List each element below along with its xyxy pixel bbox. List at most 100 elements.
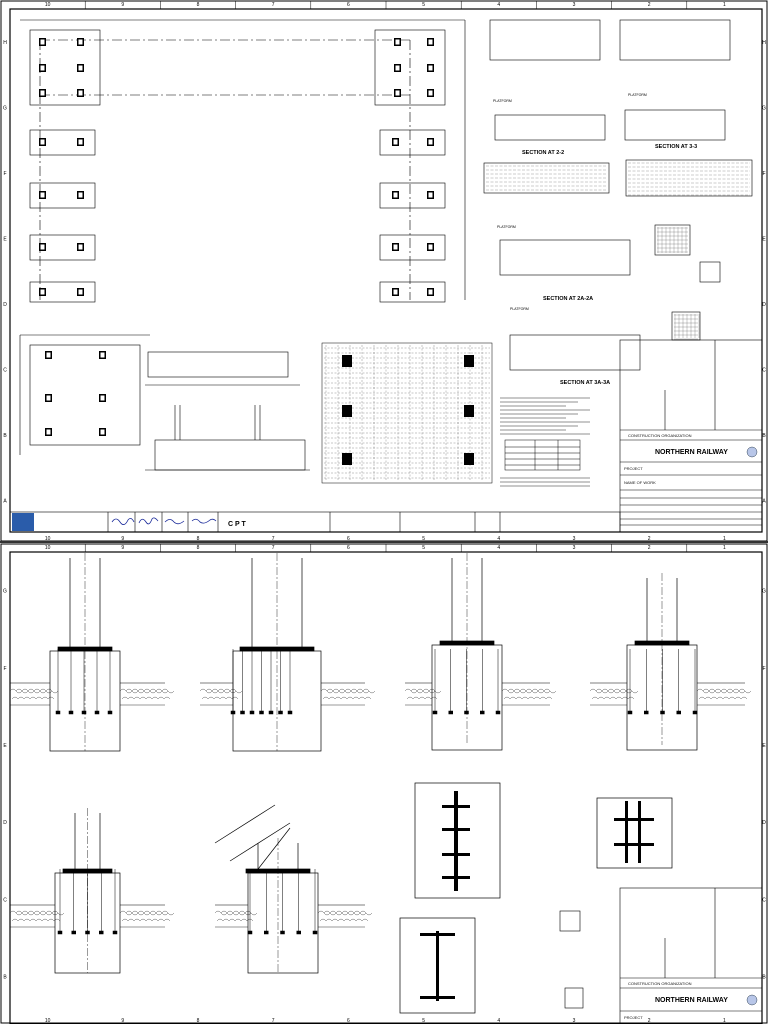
grid-column-label: 4	[497, 2, 500, 8]
grid-row-label: C	[762, 367, 766, 373]
grid-column-label: 1	[723, 1018, 726, 1024]
grid-row-label: E	[762, 236, 766, 242]
seal-icon	[746, 994, 758, 1006]
grid-row-label: F	[3, 171, 6, 177]
grid-column-label: 10	[45, 1018, 51, 1024]
section-title-3-3: SECTION AT 3-3	[655, 144, 697, 150]
reinforcement-layout	[321, 342, 493, 484]
grid-row-label: D	[762, 820, 766, 826]
section-title-2a-2a: SECTION AT 2A-2A	[543, 296, 593, 302]
grid-column-label: 4	[497, 1018, 500, 1024]
grid-column-label: 6	[347, 545, 350, 551]
grid-column-label: 9	[121, 545, 124, 551]
grid-row-label: B	[3, 433, 7, 439]
notes-table	[504, 439, 581, 471]
grid-row-label: A	[3, 498, 7, 504]
steel-sections	[420, 791, 654, 1001]
sheet-divider	[0, 541, 768, 544]
grid-row-label: H	[762, 40, 766, 46]
grid-column-label: 8	[197, 2, 200, 8]
grid-column-label: 3	[573, 2, 576, 8]
railway-logo	[12, 513, 34, 531]
grid-column-labels: 10 10 9 9 8 8 7 7 6 6 5 5 4 4 3 3 2 2 1 1	[45, 544, 726, 1024]
grid-column-label: 9	[121, 2, 124, 8]
grid-row-labels: G G F F E E D D C C B B	[3, 589, 766, 981]
grid-column-label: 7	[272, 545, 275, 551]
grid-column-label: 5	[422, 545, 425, 551]
grid-column-label: 3	[573, 1018, 576, 1024]
grid-row-label: E	[3, 743, 7, 749]
grid-row-label: D	[3, 820, 7, 826]
grid-column-label: 3	[573, 545, 576, 551]
drawing-sheet-2: 10 10 9 9 8 8 7 7 6 6 5 5 4 4 3 3 2 2 1 1 G G F F E E D D C C B B	[0, 543, 768, 1024]
grid-column-label: 7	[272, 1018, 275, 1024]
grid-column-label: 10	[45, 2, 51, 8]
grid-column-label: 1	[723, 2, 726, 8]
grid-row-label: G	[3, 589, 7, 595]
grid-row-label: C	[3, 367, 7, 373]
org-name: NORTHERN RAILWAY	[655, 449, 728, 456]
grid-column-label: 6	[347, 536, 350, 542]
grid-column-label: 5	[422, 1018, 425, 1024]
title-block	[9, 339, 763, 533]
grid-row-label: E	[3, 236, 7, 242]
grid-column-label: 5	[422, 536, 425, 542]
company-logo: C P T	[228, 521, 246, 528]
pile-cap-elevation	[145, 351, 310, 471]
grid-column-label: 4	[497, 545, 500, 551]
grid-column-label: 8	[197, 545, 200, 551]
grid-column-label: 8	[197, 1018, 200, 1024]
grid-row-label: D	[762, 302, 766, 308]
grid-column-label: 1	[723, 536, 726, 542]
grid-column-label: 10	[45, 545, 51, 551]
grid-column-label: 9	[121, 1018, 124, 1024]
grid-column-label: 4	[497, 536, 500, 542]
grid-row-label: C	[3, 897, 7, 903]
grid-row-label: E	[762, 743, 766, 749]
platform-label: PLATFORM	[497, 225, 516, 229]
grid-column-label: 2	[648, 545, 651, 551]
sheet-2-drawing: 10 10 9 9 8 8 7 7 6 6 5 5 4 4 3 3 2 2 1 1 G G F F E E D D C C B B	[0, 543, 768, 1024]
grid-row-label: A	[762, 498, 766, 504]
grid-row-label: F	[762, 171, 765, 177]
section-title-3a-3a: SECTION AT 3A-3A	[560, 380, 610, 386]
grid-column-label: 2	[648, 536, 651, 542]
grid-column-label: 6	[347, 1018, 350, 1024]
platform-label: PLATFORM	[628, 93, 647, 97]
grid-column-label: 2	[648, 2, 651, 8]
title-block	[619, 887, 763, 1024]
grid-row-label: B	[762, 433, 766, 439]
grid-row-label: B	[762, 974, 766, 980]
grid-column-label: 5	[422, 2, 425, 8]
grid-column-label: 9	[121, 536, 124, 542]
grid-row-label: D	[3, 302, 7, 308]
grid-column-label: 7	[272, 536, 275, 542]
grid-row-label: F	[3, 666, 6, 672]
grid-row-label: G	[3, 105, 7, 111]
grid-row-label: C	[762, 897, 766, 903]
grid-row-label: B	[3, 974, 7, 980]
pile-cap-plan	[19, 334, 150, 455]
org-line: CONSTRUCTION ORGANIZATION	[628, 981, 692, 986]
grid-row-labels: H H G G F F E E D D C C B B A A	[3, 40, 766, 505]
signatures	[111, 517, 217, 525]
work-label: NAME OF WORK	[624, 480, 656, 485]
platform-label: PLATFORM	[493, 99, 512, 103]
grid-column-label: 10	[45, 536, 51, 542]
grid-row-label: H	[3, 40, 7, 46]
grid-column-label: 3	[573, 536, 576, 542]
platform-label: PLATFORM	[510, 307, 529, 311]
grid-column-label: 1	[723, 545, 726, 551]
grid-row-label: F	[762, 666, 765, 672]
grid-row-label: G	[762, 105, 766, 111]
grid-column-label: 6	[347, 2, 350, 8]
foundation-plan	[20, 19, 466, 303]
grid-column-label: 2	[648, 1018, 651, 1024]
section-title-2-2: SECTION AT 2-2	[522, 150, 564, 156]
grid-row-label: G	[762, 589, 766, 595]
grid-column-label: 8	[197, 536, 200, 542]
org-line: CONSTRUCTION ORGANIZATION	[628, 433, 692, 438]
